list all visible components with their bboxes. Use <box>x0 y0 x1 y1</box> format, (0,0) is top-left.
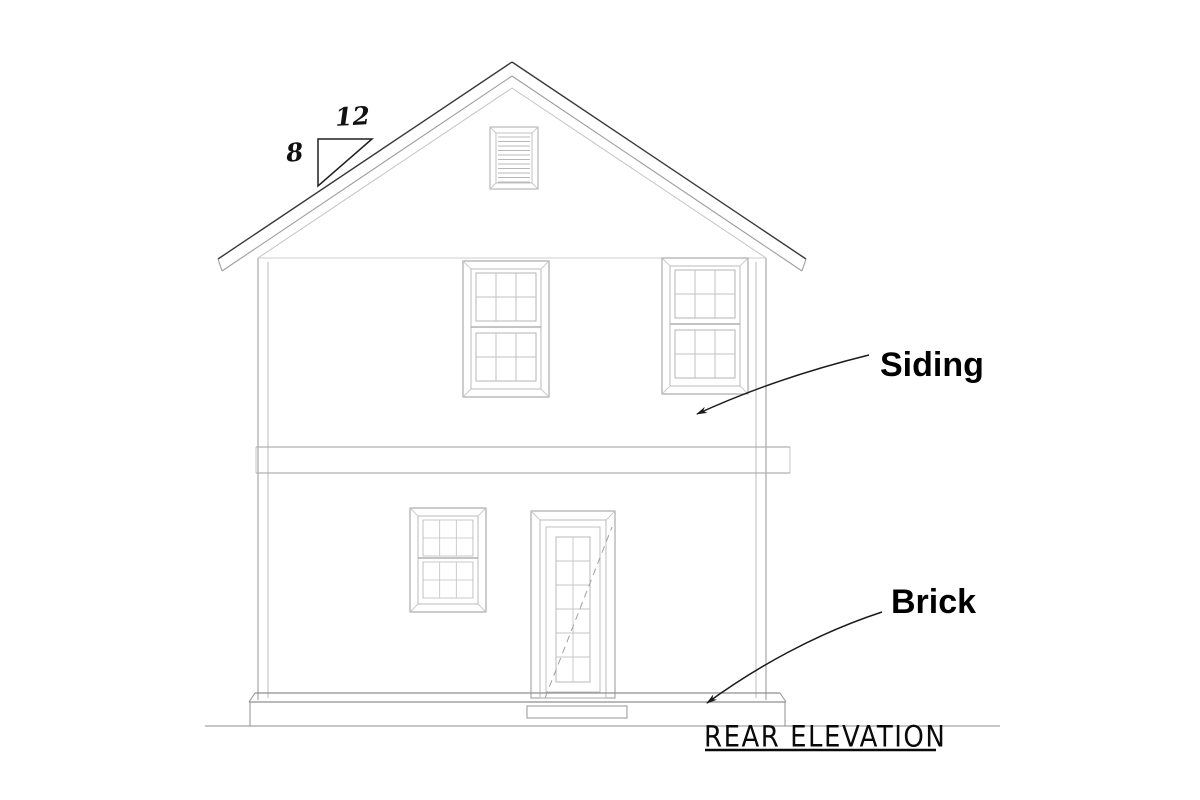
casing-miter-bl <box>661 385 671 395</box>
brick-leader-line <box>706 611 883 704</box>
foundation-brick <box>205 692 1000 727</box>
window-casing-inner <box>669 265 741 387</box>
casing-miter-bl <box>462 388 472 398</box>
brick-annotation-label: Brick <box>891 583 977 621</box>
gable-trim-left <box>257 87 513 259</box>
roof-pitch-indicator <box>317 138 375 188</box>
siding-annotation-label: Siding <box>880 346 984 384</box>
rake-edge-right-outer <box>511 61 807 260</box>
rake-edge-left-outer <box>217 61 513 260</box>
window-upper-sash <box>674 269 736 319</box>
foundation-cap-right-chamfer <box>779 692 787 703</box>
casing-miter-tl <box>409 507 419 517</box>
window-lower-sash <box>475 332 537 382</box>
vent-miter-bl <box>489 182 497 190</box>
door-casing-inner <box>539 519 607 699</box>
casing-miter-tr <box>739 257 749 267</box>
window-upper-sash <box>422 519 474 557</box>
pitch-rise-value: 8 <box>284 137 305 168</box>
door-muntins <box>556 537 590 682</box>
lower-left-window <box>409 507 487 613</box>
rake-end-cap-left <box>217 258 223 272</box>
louvered-gable-vent <box>489 126 539 190</box>
leader-lines <box>696 354 936 752</box>
vent-outer-frame <box>489 126 539 190</box>
window-lower-sash <box>422 561 474 599</box>
vent-miter-br <box>531 182 539 190</box>
foundation-cap-left-chamfer <box>248 692 256 703</box>
siding-leader-line <box>696 354 870 415</box>
entry-step <box>526 705 628 719</box>
casing-miter-br <box>477 603 487 613</box>
rake-end-cap-right <box>801 258 807 272</box>
vent-inner-frame <box>495 132 533 184</box>
door-miter-tr <box>605 510 616 521</box>
window-lower-sash <box>674 329 736 379</box>
upper-right-window <box>661 257 749 395</box>
floor-band-trim <box>255 446 791 474</box>
door-slab <box>545 526 601 693</box>
upper-left-window <box>462 260 550 398</box>
casing-miter-tl <box>462 260 472 270</box>
window-casing-outer <box>462 260 550 398</box>
gable-trim-right <box>511 87 767 259</box>
rake-edge-left-inner <box>221 75 513 272</box>
rake-edge-right-inner <box>511 75 803 272</box>
casing-miter-tr <box>477 507 487 517</box>
window-casing-outer <box>661 257 749 395</box>
window-casing-inner <box>417 515 479 605</box>
door-swing-indicator <box>544 526 613 699</box>
vent-miter-tr <box>531 126 539 134</box>
casing-miter-tr <box>540 260 550 270</box>
casing-miter-tl <box>661 257 671 267</box>
rear-entry-door <box>530 510 616 699</box>
casing-miter-bl <box>409 603 419 613</box>
door-miter-tl <box>530 510 541 521</box>
window-upper-sash <box>475 272 537 322</box>
window-casing-inner <box>470 268 542 390</box>
vent-miter-tl <box>489 126 497 134</box>
sheet-title: REAR ELEVATION <box>704 720 947 755</box>
roof-assembly <box>217 61 807 272</box>
pitch-run-value: 12 <box>334 101 371 132</box>
pitch-triangle <box>317 138 375 188</box>
window-casing-outer <box>409 507 487 613</box>
vent-louvers <box>498 136 530 183</box>
casing-miter-br <box>540 388 550 398</box>
